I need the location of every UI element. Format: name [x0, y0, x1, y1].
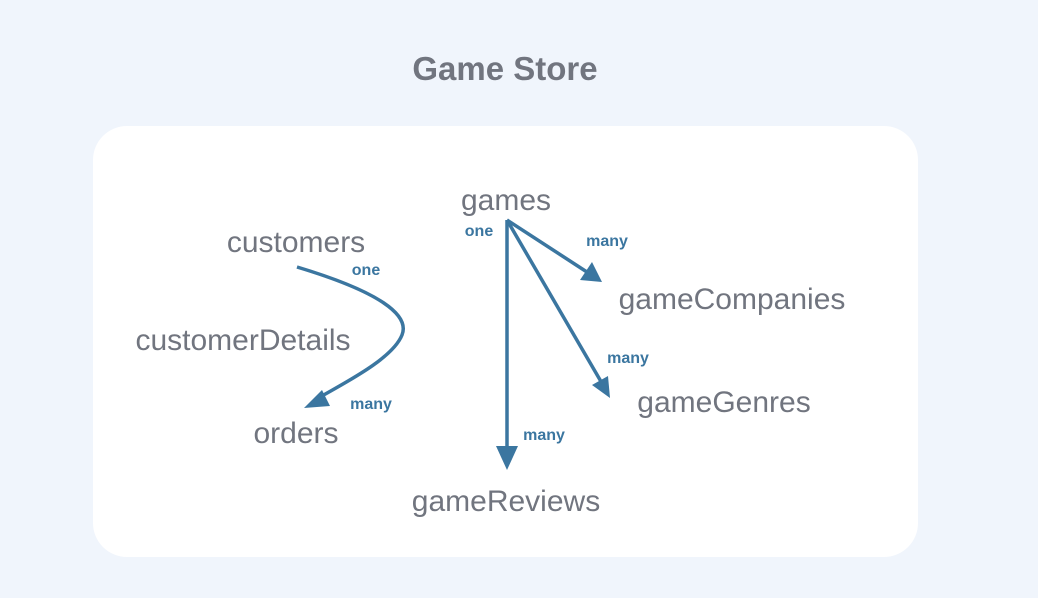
node-orders[interactable]: orders: [253, 417, 338, 450]
arrowhead-orders: [304, 390, 330, 408]
label-orders-many: many: [350, 396, 392, 413]
diagram-title: Game Store: [412, 50, 598, 87]
arrowhead-gamecompanies: [580, 262, 602, 282]
label-customers-one: one: [352, 262, 381, 279]
arrowhead-gamegenres: [592, 376, 610, 398]
label-gamecompanies-many: many: [586, 233, 628, 250]
node-game-companies[interactable]: gameCompanies: [619, 283, 846, 316]
node-games[interactable]: games: [461, 184, 551, 217]
edge-games-gamegenres: [505, 219, 605, 386]
node-game-genres[interactable]: gameGenres: [637, 386, 810, 419]
label-gamegenres-many: many: [607, 350, 649, 367]
node-customers[interactable]: customers: [227, 226, 365, 259]
edge-games-gamecompanies: [506, 218, 591, 276]
node-game-reviews[interactable]: gameReviews: [412, 485, 600, 518]
edge-customers-orders: [296, 265, 405, 402]
node-customer-details[interactable]: customerDetails: [135, 324, 350, 357]
label-games-one: one: [465, 223, 494, 240]
arrowhead-gamereviews: [496, 446, 518, 470]
label-gamereviews-many: many: [523, 427, 565, 444]
